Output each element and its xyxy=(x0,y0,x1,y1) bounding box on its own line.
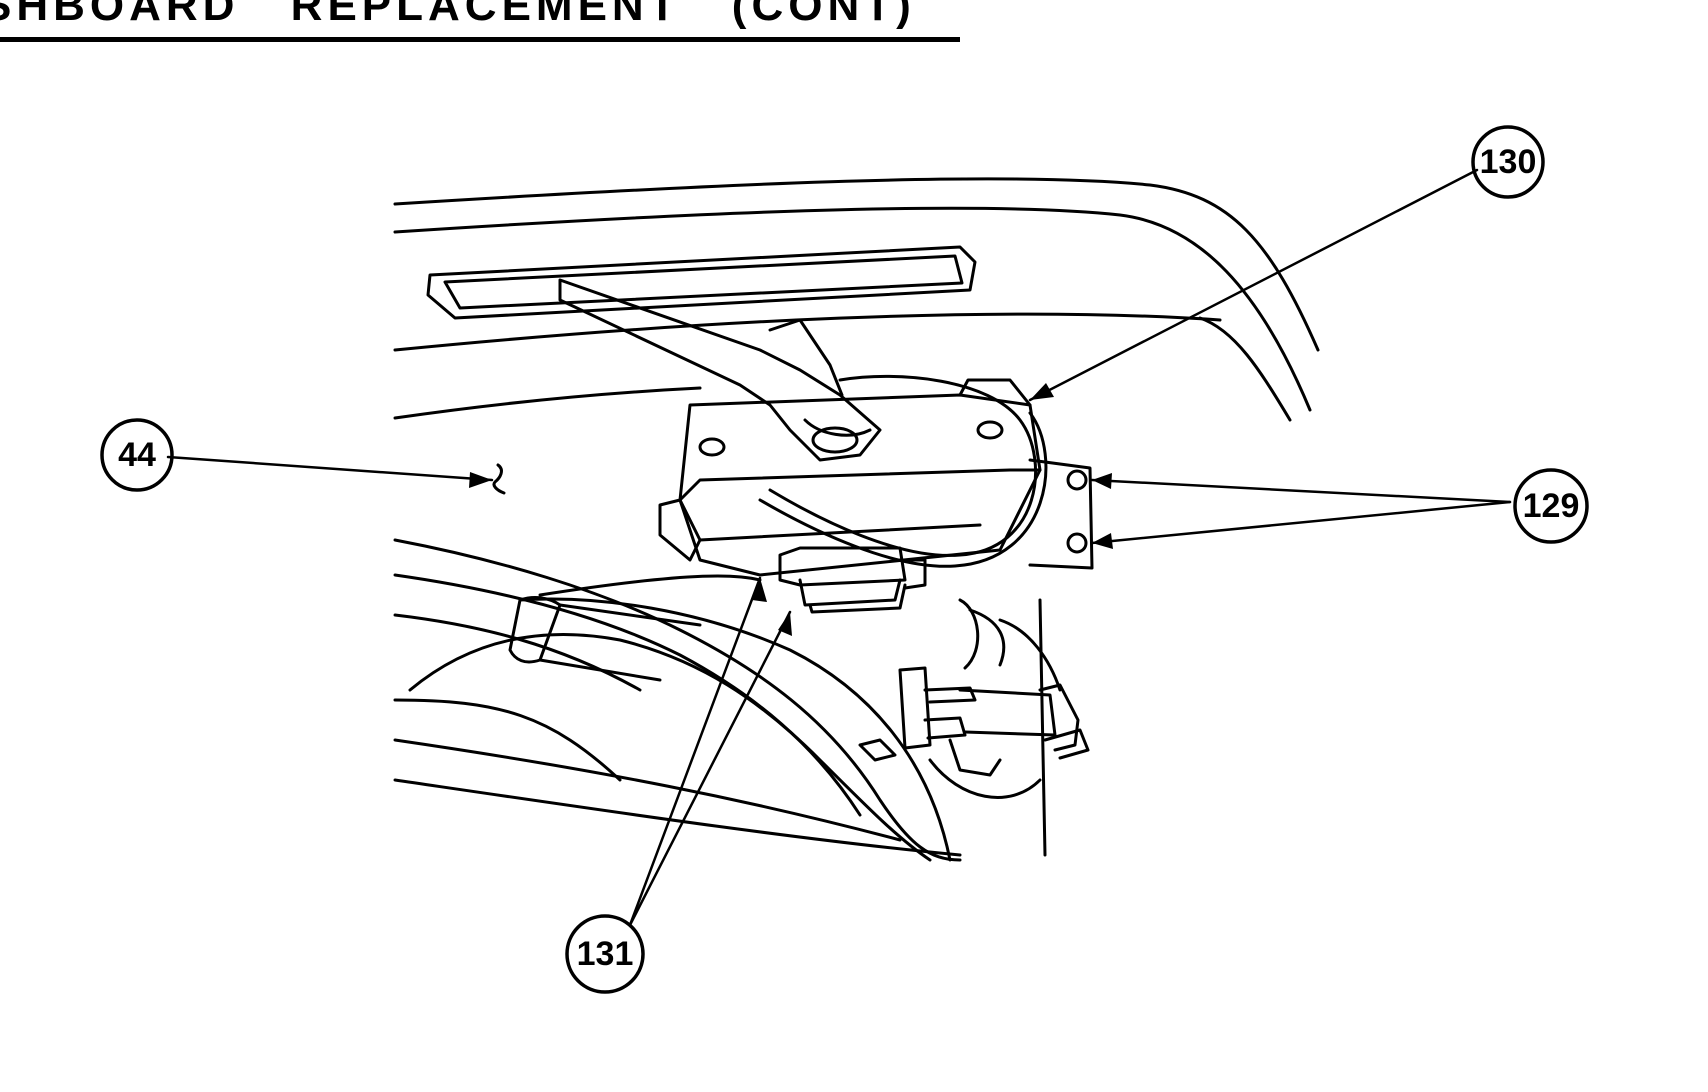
callout-131: 131 xyxy=(565,914,645,994)
callout-44: 44 xyxy=(100,418,174,492)
cowl-outline xyxy=(393,177,1320,422)
mount-screw-upper xyxy=(1066,469,1088,491)
wiper-arm xyxy=(558,278,882,462)
wiring-loop xyxy=(758,374,1048,568)
callout-131-label: 131 xyxy=(577,935,634,973)
harness-sleeve xyxy=(508,596,702,682)
side-mounting-plate xyxy=(1028,458,1094,570)
electrical-connector xyxy=(778,546,927,614)
wiring-harness xyxy=(393,538,962,862)
leader-lines xyxy=(166,168,1512,927)
leader-arrowheads xyxy=(469,383,1113,636)
callout-130: 130 xyxy=(1471,125,1545,199)
section-heading-text: SHBOARD REPLACEMENT (CONT) xyxy=(0,0,916,30)
mount-screw-lower xyxy=(1066,532,1088,554)
section-heading: SHBOARD REPLACEMENT (CONT) xyxy=(0,0,960,42)
callout-130-label: 130 xyxy=(1480,143,1537,181)
cable-tie xyxy=(858,738,897,762)
cowl-vent-slot xyxy=(426,245,977,320)
panel-marker xyxy=(492,463,506,495)
callout-44-label: 44 xyxy=(118,436,156,474)
callout-129: 129 xyxy=(1513,468,1589,544)
washer-pump-fittings xyxy=(898,598,1090,857)
callout-129-label: 129 xyxy=(1523,487,1580,525)
